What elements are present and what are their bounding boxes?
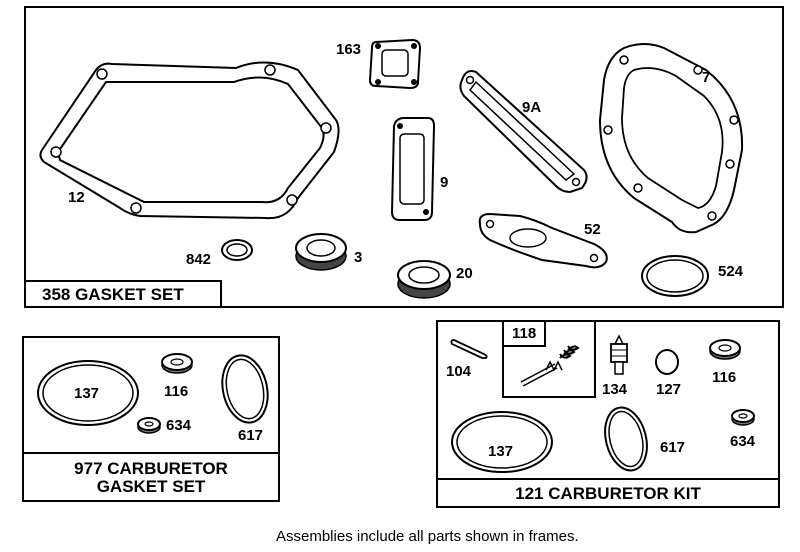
carb-gasket-set-title-line1: 977 CARBURETOR — [74, 459, 228, 478]
carb-gasket-set-title: 977 CARBURETOR GASKET SET — [22, 452, 280, 502]
carb-gasket-set-frame — [22, 336, 280, 502]
washer-121-634-shape — [731, 409, 755, 426]
part-label-121-634: 634 — [730, 433, 756, 450]
gasket-7-shape — [598, 43, 744, 234]
seal-3-shape — [295, 233, 347, 271]
carb-kit-title: 121 CARBURETOR KIT — [436, 478, 780, 508]
part-label-121-127: 127 — [656, 381, 682, 398]
part-label-3: 3 — [354, 249, 363, 266]
pin-104-shape — [450, 339, 488, 359]
part-label-163: 163 — [336, 41, 362, 58]
gasket-set-frame — [24, 6, 784, 308]
needle-134-shape — [610, 334, 628, 375]
gasket-163-shape — [368, 38, 422, 90]
gasket-9a-shape — [459, 70, 588, 194]
carb-gasket-set-title-line2: GASKET SET — [96, 477, 206, 496]
part-label-9a: 9A — [522, 99, 542, 116]
part-label-121-617: 617 — [660, 439, 686, 456]
part-label-977-617: 617 — [238, 427, 264, 444]
gasket-12-shape — [39, 61, 340, 220]
part-label-121-104: 104 — [446, 363, 472, 380]
ring-137-shape — [37, 360, 139, 426]
part-label-121-137: 137 — [488, 443, 514, 460]
ring-121-137-shape — [451, 411, 553, 473]
part-label-20: 20 — [456, 265, 473, 282]
part-label-52: 52 — [584, 221, 601, 238]
sub-kit-118-title: 118 — [502, 322, 547, 347]
part-label-12: 12 — [68, 189, 85, 206]
washer-634-shape — [137, 417, 161, 434]
ring-617-shape — [221, 354, 269, 424]
gasket-set-title: 358 GASKET SET — [24, 280, 222, 308]
ring-842-shape — [221, 239, 253, 261]
carb-kit-frame — [436, 320, 780, 508]
ring-121-617-shape — [604, 406, 648, 472]
needle-spring-118-shape — [520, 345, 580, 387]
seal-20-shape — [397, 260, 451, 299]
part-label-977-116: 116 — [164, 383, 189, 400]
part-label-977-634: 634 — [166, 417, 192, 434]
sub-kit-118-frame — [502, 320, 596, 398]
part-label-842: 842 — [186, 251, 212, 268]
part-label-524: 524 — [718, 263, 744, 280]
part-label-9: 9 — [440, 174, 449, 191]
part-label-977-137: 137 — [74, 385, 100, 402]
part-label-7: 7 — [702, 69, 711, 86]
washer-121-116-shape — [709, 339, 741, 360]
ring-524-shape — [641, 255, 709, 297]
part-label-121-116: 116 — [712, 369, 737, 386]
gasket-9-shape — [390, 117, 436, 221]
gasket-52-shape — [478, 212, 608, 269]
plug-127-shape — [655, 349, 679, 375]
footer-caption: Assemblies include all parts shown in fr… — [276, 528, 579, 545]
part-label-121-134: 134 — [602, 381, 628, 398]
washer-116-shape — [161, 353, 193, 374]
